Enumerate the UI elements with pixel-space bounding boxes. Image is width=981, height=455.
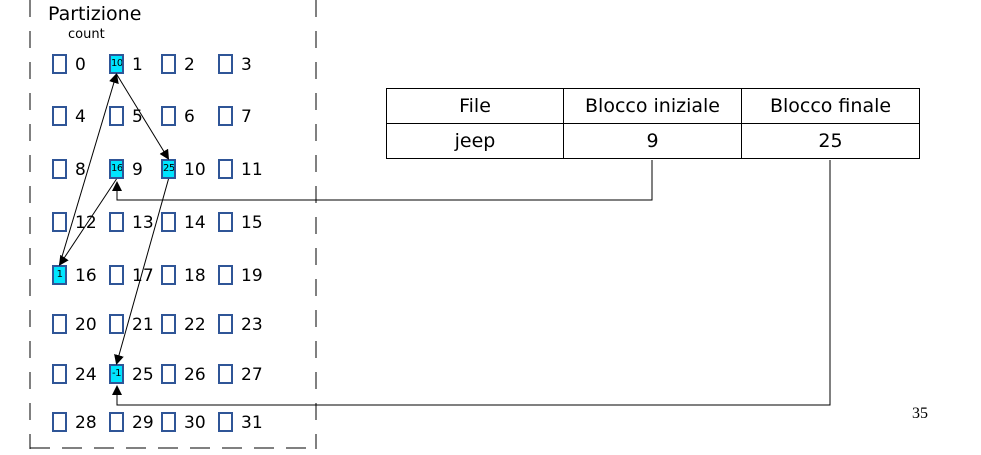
block-number-label: 25 [132,365,154,385]
block-4 [52,106,67,126]
block-20 [52,314,67,334]
block-number-label: 18 [184,266,206,286]
block-number-label: 10 [184,160,206,180]
block-15 [218,212,233,232]
block-3 [218,54,233,74]
block-28 [52,412,67,432]
block-17 [109,265,124,285]
block-2 [161,54,176,74]
block-number-label: 28 [75,413,97,433]
block-29 [109,412,124,432]
block-number-label: 31 [241,413,263,433]
block-19 [218,265,233,285]
block-number-label: 14 [184,213,206,233]
block-0 [52,54,67,74]
block-21 [109,314,124,334]
table-row: jeep 9 25 [386,123,920,159]
block-number-label: 2 [184,55,195,75]
block-7 [218,106,233,126]
block-10: 25 [161,159,176,179]
chain-arrow-16-to-1 [59,73,119,266]
block-number-label: 13 [132,213,154,233]
block-22 [161,314,176,334]
block-number-label: 19 [241,266,263,286]
block-12 [52,212,67,232]
block-23 [218,314,233,334]
block-number-label: 4 [75,107,86,127]
block-5 [109,106,124,126]
block-number-label: 5 [132,107,143,127]
block-number-label: 20 [75,315,97,335]
cell-start-block: 9 [563,123,742,159]
block-16: 1 [52,265,67,285]
partition-title: Partizione [48,3,142,25]
block-24 [52,364,67,384]
cell-end-block: 25 [741,123,920,159]
block-number-label: 3 [241,55,252,75]
block-number-label: 27 [241,365,263,385]
cell-file-name: jeep [386,123,564,159]
block-number-label: 29 [132,413,154,433]
block-number-label: 15 [241,213,263,233]
block-number-label: 22 [184,315,206,335]
header-end-block: Blocco finale [741,88,920,124]
block-number-label: 1 [132,55,143,75]
block-number-label: 24 [75,365,97,385]
block-6 [161,106,176,126]
block-number-label: 12 [75,213,97,233]
block-number-label: 0 [75,55,86,75]
block-14 [161,212,176,232]
block-11 [218,159,233,179]
block-number-label: 11 [241,160,263,180]
block-number-label: 17 [132,266,154,286]
block-8 [52,159,67,179]
block-number-label: 9 [132,160,143,180]
block-number-label: 21 [132,315,154,335]
count-label: count [68,27,105,42]
block-number-label: 8 [75,160,86,180]
header-file: File [386,88,564,124]
block-25: -1 [109,364,124,384]
block-number-label: 23 [241,315,263,335]
block-number-label: 30 [184,413,206,433]
block-1: 10 [109,54,124,74]
block-number-label: 26 [184,365,206,385]
file-allocation-table: File Blocco iniziale Blocco finale jeep … [386,88,920,159]
block-30 [161,412,176,432]
block-27 [218,364,233,384]
block-18 [161,265,176,285]
block-31 [218,412,233,432]
block-number-label: 16 [75,266,97,286]
block-number-label: 7 [241,107,252,127]
block-26 [161,364,176,384]
page-number: 35 [912,405,928,422]
block-13 [109,212,124,232]
header-start-block: Blocco iniziale [563,88,742,124]
block-number-label: 6 [184,107,195,127]
table-header-row: File Blocco iniziale Blocco finale [386,88,920,124]
block-9: 16 [109,159,124,179]
